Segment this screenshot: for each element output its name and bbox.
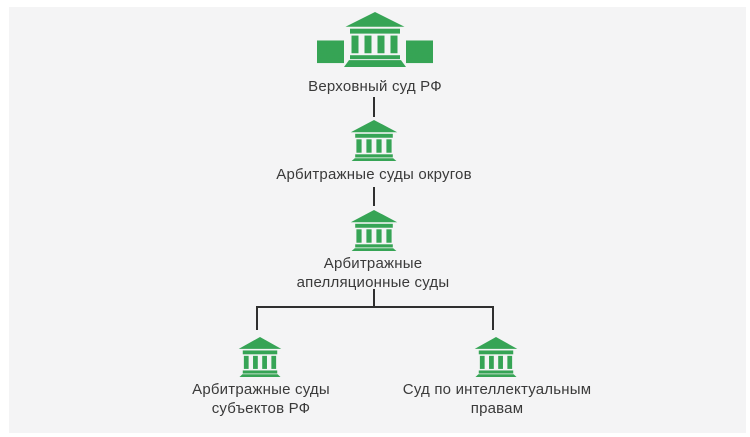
- node-label-appellate-courts: Арбитражные апелляционные суды: [297, 254, 450, 292]
- node-label-subjects-courts: Арбитражные суды субъектов РФ: [192, 380, 330, 418]
- connector-drop-left: [256, 306, 258, 330]
- connector-drop-right: [492, 306, 494, 330]
- node-label-line: Арбитражные суды: [192, 381, 330, 398]
- node-label-line: апелляционные суды: [296, 274, 450, 291]
- courthouse-with-wings-icon: [317, 12, 433, 67]
- node-label-line: Суд по интеллектуальным: [402, 381, 592, 398]
- node-label-district-courts: Арбитражные суды округов: [276, 166, 472, 183]
- node-label-line: субъектов РФ: [211, 400, 311, 417]
- courthouse-icon: [238, 337, 282, 377]
- courthouse-icon: [474, 337, 518, 377]
- node-label-supreme-court: Верховный суд РФ: [308, 78, 442, 95]
- connector-districts-to-appellate: [373, 187, 375, 206]
- node-label-line: Арбитражные: [323, 255, 423, 272]
- node-label-ip-court: Суд по интеллектуальным правам: [403, 380, 591, 418]
- courthouse-icon: [350, 120, 398, 161]
- courthouse-icon: [350, 210, 398, 251]
- connector-appellate-stem: [373, 289, 375, 306]
- connector-supreme-to-districts: [373, 97, 375, 117]
- connector-branch-horizontal: [256, 306, 494, 308]
- node-label-line: правам: [470, 400, 524, 417]
